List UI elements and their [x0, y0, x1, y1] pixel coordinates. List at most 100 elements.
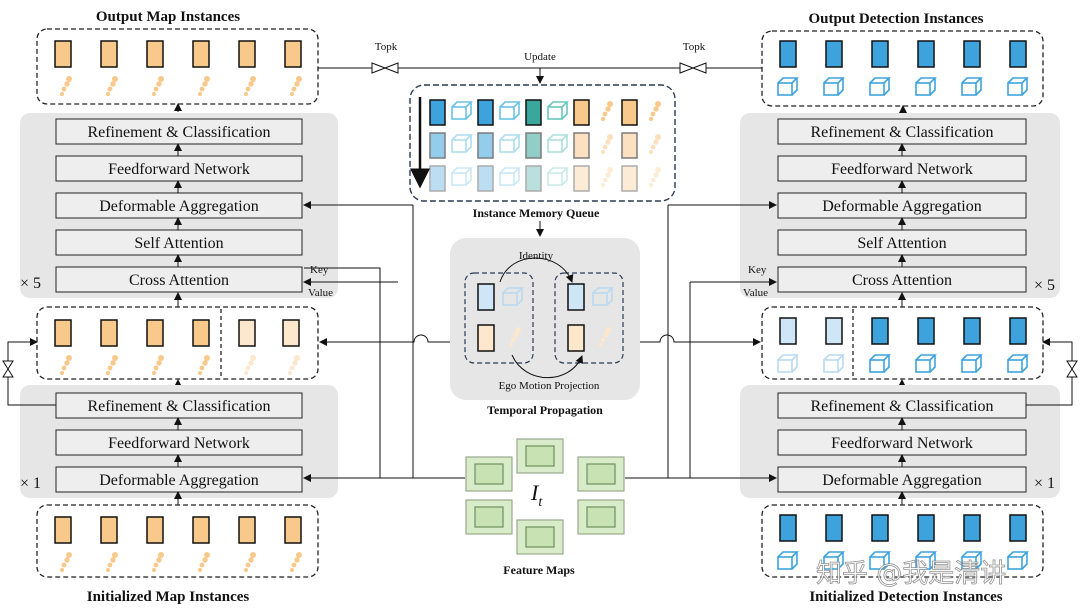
det-middle-instances-box: [761, 306, 1044, 380]
det-ffn-label-bottom: Feedforward Network: [831, 435, 973, 452]
memory-cell-0-5: [547, 101, 569, 120]
initial-det-instance-2: [871, 514, 889, 542]
middle-det-instance-4: [963, 317, 981, 345]
output-det-cube-3: [915, 77, 937, 96]
det-refinement-block: [777, 118, 1027, 145]
topk-valve-left: [371, 62, 399, 74]
det-deformable-block-bottom: [777, 466, 1027, 493]
update-label: Update: [524, 51, 556, 63]
memory-cube-0-3: [499, 101, 521, 120]
map-decoder-bottom: Refinement & Classification Feedforward …: [55, 392, 303, 493]
memory-cell-2-3: [499, 167, 521, 186]
map-decoder-top: Refinement & Classification Feedforward …: [55, 118, 303, 293]
det-initial-instances-box: [761, 504, 1044, 578]
memory-curve-2-9: [648, 167, 661, 188]
memory-cell-0-3: [499, 101, 521, 120]
memory-cube-2-1: [451, 167, 473, 186]
memory-cell-1-8: [621, 132, 638, 159]
identity-label: Identity: [519, 250, 554, 262]
feature-map-2: [577, 456, 625, 492]
middle-det-cube-4: [961, 354, 983, 373]
middle-map-instance-0: [54, 319, 72, 347]
output-map-instance-2: [146, 40, 164, 68]
map-self-attention-label: Self Attention: [134, 235, 223, 252]
initial-map-instance-3: [192, 516, 210, 544]
memory-cell-0-0: [429, 99, 446, 126]
output-map-instance-3: [192, 40, 210, 68]
memory-cell-1-7: [600, 134, 613, 155]
temporal-left-map-box: [477, 324, 495, 352]
det-self-attention-block: [777, 229, 1027, 256]
temporal-propagation-background: [450, 238, 640, 400]
map-cross-attention-label: Cross Attention: [129, 272, 229, 289]
det-initial-title: Initialized Detection Instances: [809, 589, 1002, 605]
temporal-right-group: [554, 272, 624, 364]
temporal-propagation-title: Temporal Propagation: [487, 403, 603, 417]
output-map-curve-3: [197, 76, 210, 97]
memory-curve-1-7: [600, 134, 613, 155]
memory-cell-2-5: [547, 167, 569, 186]
memory-cube-1-1: [451, 134, 473, 153]
initial-map-instance-2: [146, 516, 164, 544]
map-ffn-label: Feedforward Network: [108, 161, 250, 178]
memory-cell-1-6: [573, 132, 590, 159]
temporal-left-group: [464, 272, 534, 364]
map-key-label: Key: [310, 264, 329, 276]
det-repeat-bottom: × 1: [1034, 475, 1055, 492]
initial-det-cube-2: [869, 551, 891, 570]
output-map-curve-4: [243, 76, 256, 97]
middle-map-curve-3: [197, 355, 210, 376]
middle-map-curve-5: [287, 355, 300, 376]
memory-cell-2-8: [621, 165, 638, 192]
det-refinement-block-bottom: [777, 392, 1027, 419]
map-ffn-block-bottom: [55, 429, 303, 456]
output-map-curve-5: [289, 76, 302, 97]
output-map-curve-2: [151, 76, 164, 97]
memory-cube-1-5: [547, 134, 569, 153]
det-key-label: Key: [748, 264, 767, 276]
feature-map-4: [577, 499, 625, 535]
initial-map-curve-1: [105, 552, 118, 573]
initial-map-curve-3: [197, 552, 210, 573]
initial-det-instance-3: [917, 514, 935, 542]
topk-valve-right: [679, 62, 707, 74]
initial-map-instance-0: [54, 516, 72, 544]
memory-cell-0-8: [621, 99, 638, 126]
map-deformable-block: [55, 192, 303, 219]
memory-cell-2-0: [429, 165, 446, 192]
map-deformable-block-bottom: [55, 466, 303, 493]
temporal-right-curve: [598, 327, 611, 348]
map-repeat-top: × 5: [20, 275, 41, 292]
memory-cell-1-0: [429, 132, 446, 159]
initial-det-cube-3: [915, 551, 937, 570]
memory-curve-2-7: [600, 167, 613, 188]
map-output-instances-box: [36, 28, 319, 105]
output-map-instance-5: [284, 40, 302, 68]
map-deformable-label: Deformable Aggregation: [99, 198, 259, 215]
middle-det-cube-2: [869, 354, 891, 373]
det-refinement-label: Refinement & Classification: [810, 124, 993, 141]
memory-cell-1-9: [648, 134, 661, 155]
feature-maps-title: Feature Maps: [503, 563, 575, 577]
initial-det-cube-5: [1007, 551, 1029, 570]
temporal-left-cube: [502, 287, 524, 306]
middle-det-instance-0: [779, 317, 797, 345]
det-cross-attention-label: Cross Attention: [852, 272, 952, 289]
memory-cube-1-3: [499, 134, 521, 153]
middle-det-instance-5: [1009, 317, 1027, 345]
initial-det-instance-5: [1009, 514, 1027, 542]
initial-map-curve-0: [59, 552, 72, 573]
map-deformable-label-bottom: Deformable Aggregation: [99, 472, 259, 489]
feature-map-3: [465, 499, 513, 535]
det-deformable-block: [777, 192, 1027, 219]
memory-cell-0-7: [600, 101, 613, 122]
det-decoder-bottom: Refinement & Classification Feedforward …: [777, 392, 1027, 493]
middle-map-instance-1: [100, 319, 118, 347]
middle-map-instance-5: [282, 319, 300, 347]
middle-det-cube-5: [1007, 354, 1029, 373]
memory-cube-2-5: [547, 167, 569, 186]
output-det-instance-4: [963, 40, 981, 68]
watermark: 知乎 @我是清讲: [816, 559, 1006, 589]
topk-label-right: Topk: [683, 41, 706, 53]
memory-cell-0-9: [648, 101, 661, 122]
